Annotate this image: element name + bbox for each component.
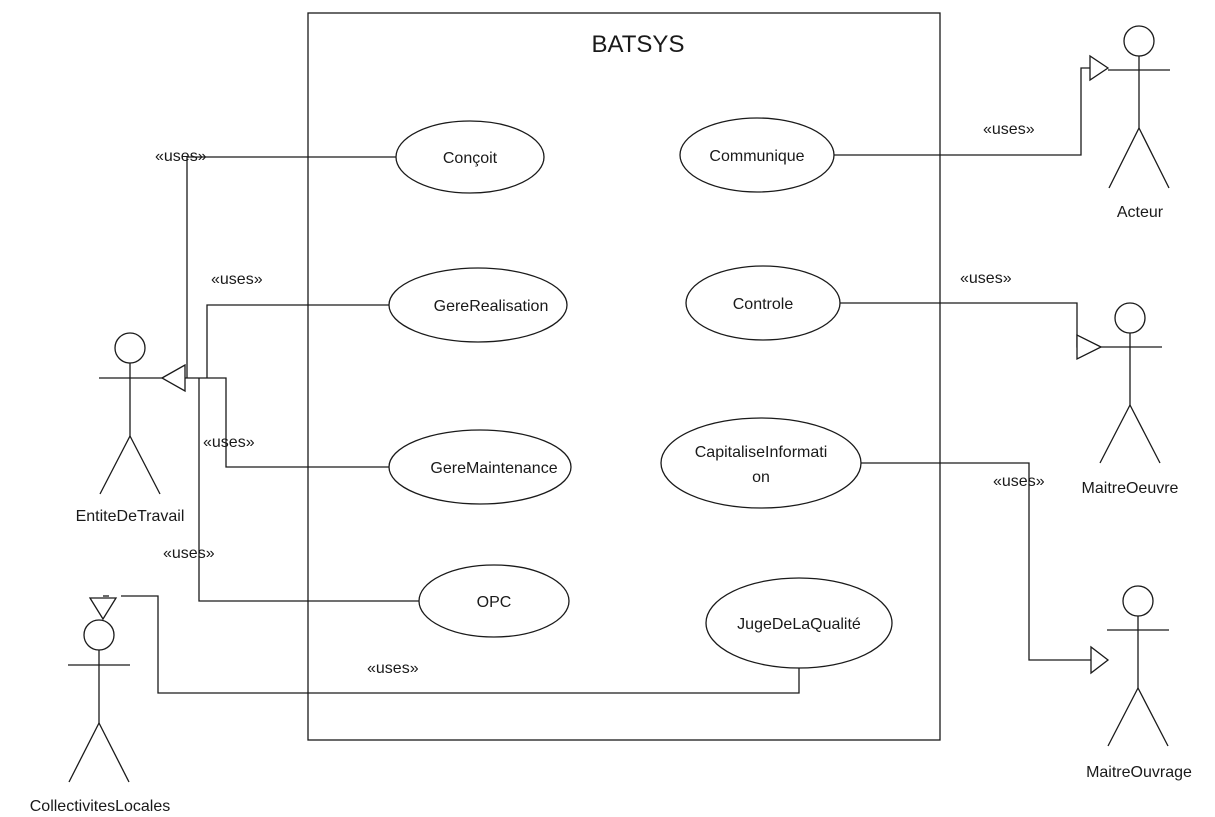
uses-label-capitalise: «uses» <box>993 473 1045 490</box>
use-case-label: Controle <box>733 296 794 313</box>
actor-label: EntiteDeTravail <box>76 508 185 525</box>
connector-gere-maintenance <box>185 377 389 468</box>
use-case-label-line1: CapitaliseInformati <box>695 444 828 461</box>
actor-entite-de-travail[interactable]: EntiteDeTravail <box>76 332 185 525</box>
actor-label: MaitreOuvrage <box>1086 764 1192 781</box>
connector-gere-realisation <box>206 304 389 378</box>
use-case-label: Communique <box>709 148 804 165</box>
actor-label: MaitreOeuvre <box>1082 480 1179 497</box>
actor-label: Acteur <box>1117 204 1164 221</box>
stick-figure-icon <box>68 619 130 783</box>
connector-controle <box>840 302 1090 348</box>
actor-acteur[interactable]: Acteur <box>1108 25 1170 221</box>
actor-label: CollectivitesLocales <box>30 798 171 815</box>
use-case-opc[interactable]: OPC <box>418 564 570 638</box>
use-case-gere-maintenance[interactable]: GereMaintenance <box>388 429 572 505</box>
actor-maitre-ouvrage[interactable]: MaitreOuvrage <box>1086 585 1192 781</box>
use-case-label: GereRealisation <box>434 298 549 315</box>
use-case-juge-qualite[interactable]: JugeDeLaQualité <box>705 577 893 669</box>
arrowhead-acteur <box>1089 54 1110 82</box>
connector-juge-qualite <box>103 595 800 694</box>
uses-label-juge-qualite: «uses» <box>367 660 419 677</box>
connector-opc <box>198 378 419 602</box>
uses-label-gere-maintenance: «uses» <box>203 434 255 451</box>
uses-label-communique: «uses» <box>983 121 1035 138</box>
use-case-label: Conçoit <box>443 150 498 167</box>
stick-figure-icon <box>1099 302 1162 464</box>
uses-label-concoit: «uses» <box>155 148 207 165</box>
arrowhead-maitre-oeuvre <box>1076 333 1103 361</box>
use-case-capitalise-information[interactable]: CapitaliseInformati on <box>660 417 862 509</box>
use-case-communique[interactable]: Communique <box>679 117 835 193</box>
connector-concoit <box>186 156 396 378</box>
arrowhead-collectivites <box>88 597 118 621</box>
system-boundary <box>307 12 941 741</box>
arrowhead-maitre-ouvrage <box>1090 645 1110 675</box>
actor-maitre-oeuvre[interactable]: MaitreOeuvre <box>1082 302 1179 497</box>
uses-label-gere-realisation: «uses» <box>211 271 263 288</box>
system-title: BATSYS <box>592 31 685 58</box>
connector-communique <box>834 67 1090 156</box>
actor-collectivites-locales[interactable]: CollectivitesLocales <box>30 619 171 815</box>
uses-label-opc: «uses» <box>163 545 215 562</box>
connector-capitalise <box>861 462 1091 661</box>
stick-figure-icon <box>1108 25 1170 189</box>
use-case-label-line2: on <box>752 469 770 486</box>
use-case-controle[interactable]: Controle <box>685 265 841 341</box>
use-case-label: JugeDeLaQualité <box>737 616 861 633</box>
arrowhead-entite <box>160 363 186 393</box>
use-case-concoit[interactable]: Conçoit <box>395 120 545 194</box>
use-case-label: OPC <box>477 594 512 611</box>
uses-label-controle: «uses» <box>960 270 1012 287</box>
use-case-label: GereMaintenance <box>430 460 557 477</box>
use-case-gere-realisation[interactable]: GereRealisation <box>388 267 568 343</box>
stick-figure-icon <box>99 332 162 495</box>
stick-figure-icon <box>1107 585 1169 747</box>
